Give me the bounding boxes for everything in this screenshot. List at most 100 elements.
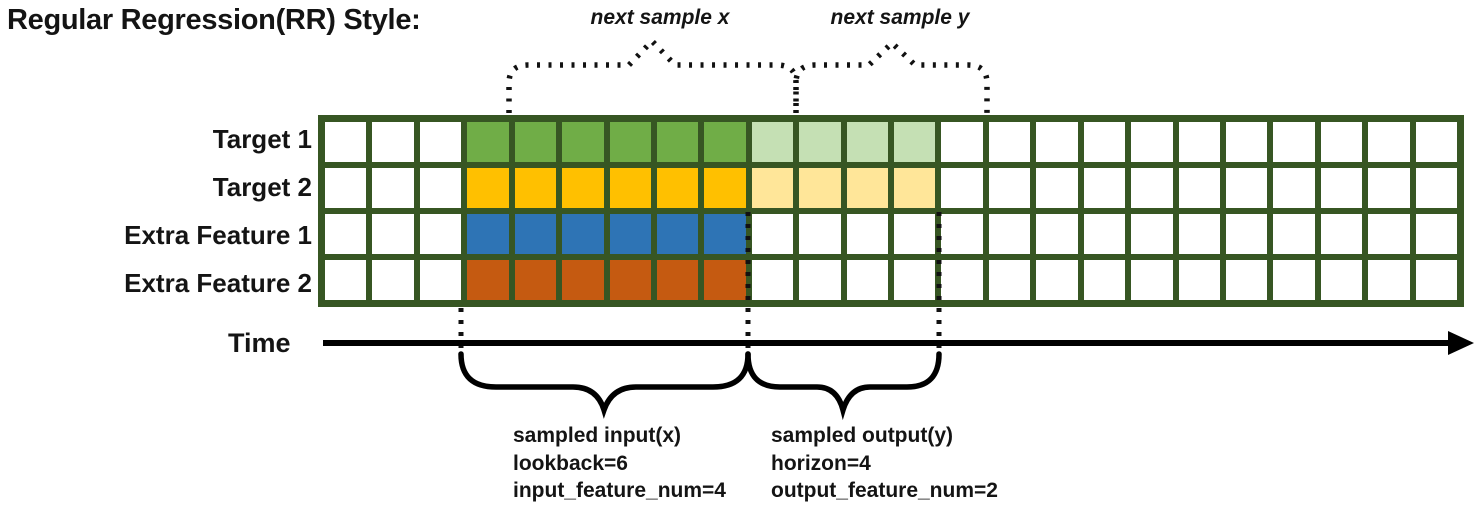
grid-cell [1415, 214, 1457, 254]
grid-cell [467, 168, 509, 208]
grid-cell [372, 214, 414, 254]
horizon-value: horizon=4 [771, 451, 871, 475]
grid-cell [1273, 122, 1315, 162]
grid-cell [372, 260, 414, 300]
next-sample-x-label: next sample x [590, 6, 730, 29]
grid-cell [1178, 214, 1220, 254]
row-label-target-2: Target 2 [212, 172, 312, 202]
sampled-input-annotation: sampled input(x) lookback=6 input_featur… [513, 422, 726, 505]
grid-cell [704, 168, 746, 208]
grid-cell [1415, 260, 1457, 300]
diagram-title: Regular Regression(RR) Style: [7, 4, 421, 36]
grid-cell [419, 122, 462, 162]
grid-cell [1225, 168, 1268, 208]
grid-cell [372, 168, 414, 208]
grid-cell [894, 168, 936, 208]
grid-cell [1320, 122, 1363, 162]
grid-cell [562, 260, 604, 300]
grid-cell [751, 214, 794, 254]
grid-cell [1320, 214, 1363, 254]
grid-cell [562, 122, 604, 162]
grid-cell [1083, 260, 1126, 300]
input-feature-num-value: input_feature_num=4 [513, 479, 726, 502]
grid-cell [514, 214, 557, 254]
grid-cell [1036, 168, 1078, 208]
grid-cell [988, 168, 1031, 208]
sampled-output-annotation: sampled output(y) horizon=4 output_featu… [771, 422, 998, 505]
grid-cell [1036, 122, 1078, 162]
grid-cell [1083, 122, 1126, 162]
grid-cell [562, 214, 604, 254]
next-sample-x-brace [506, 37, 799, 113]
grid-cell [799, 214, 841, 254]
grid-cell [846, 214, 888, 254]
grid-cell [1368, 214, 1410, 254]
grid-cell [1036, 214, 1078, 254]
grid-cell [609, 260, 651, 300]
sampled-output-brace [745, 351, 942, 421]
grid-cell [1320, 168, 1363, 208]
grid-cell [1178, 122, 1220, 162]
row-label-extra-feature-1: Extra Feature 1 [124, 220, 312, 250]
grid-cell [372, 122, 414, 162]
grid-cell [941, 122, 983, 162]
grid-cell [1178, 260, 1220, 300]
grid-cell [514, 168, 557, 208]
grid-cell [325, 260, 367, 300]
grid-cell [1415, 122, 1457, 162]
grid-cell [467, 214, 509, 254]
grid-cell [1036, 260, 1078, 300]
grid-cell [1273, 168, 1315, 208]
grid-cell [1368, 168, 1410, 208]
row-label-extra-feature-2: Extra Feature 2 [124, 268, 312, 298]
grid-cell [1131, 260, 1173, 300]
grid-cell [1083, 214, 1126, 254]
grid-cell [751, 122, 794, 162]
grid-cell [609, 168, 651, 208]
grid-cell [656, 168, 699, 208]
sampled-output-title: sampled output(y) [771, 424, 953, 447]
grid-cell [656, 260, 699, 300]
grid-cell [514, 260, 557, 300]
time-axis-arrow-head [1448, 331, 1474, 355]
grid-cell [325, 122, 367, 162]
grid-cell [609, 214, 651, 254]
grid-cell [419, 214, 462, 254]
grid-cell [1131, 168, 1173, 208]
lookback-value: lookback=6 [513, 451, 628, 475]
grid-cell [1178, 168, 1220, 208]
grid-cell [1368, 260, 1410, 300]
grid-cell [1273, 214, 1315, 254]
next-sample-y-brace [793, 39, 990, 113]
grid-cell [1225, 214, 1268, 254]
grid-cell [846, 122, 888, 162]
timeseries-grid [318, 115, 1464, 307]
grid-cell [894, 122, 936, 162]
grid-cell [941, 168, 983, 208]
grid-cell [988, 122, 1031, 162]
grid-cell [1131, 122, 1173, 162]
grid-cell [941, 260, 983, 300]
sampled-input-brace [458, 351, 751, 419]
grid-cell [799, 122, 841, 162]
grid-cell [1368, 122, 1410, 162]
grid-cell [988, 214, 1031, 254]
grid-cell [894, 214, 936, 254]
grid-cell [419, 168, 462, 208]
grid-cell [751, 168, 794, 208]
sampled-input-title: sampled input(x) [513, 424, 682, 447]
grid-cell [1415, 168, 1457, 208]
grid-cell [325, 214, 367, 254]
output-feature-num-value: output_feature_num=2 [771, 479, 998, 502]
grid-cell [846, 168, 888, 208]
grid-cell [704, 122, 746, 162]
grid-cell [704, 214, 746, 254]
grid-cell [1083, 168, 1126, 208]
grid-cell [656, 214, 699, 254]
grid-cell [656, 122, 699, 162]
grid-cell [1225, 260, 1268, 300]
time-axis-label: Time [228, 328, 291, 358]
grid-cell [467, 122, 509, 162]
grid-cell [609, 122, 651, 162]
